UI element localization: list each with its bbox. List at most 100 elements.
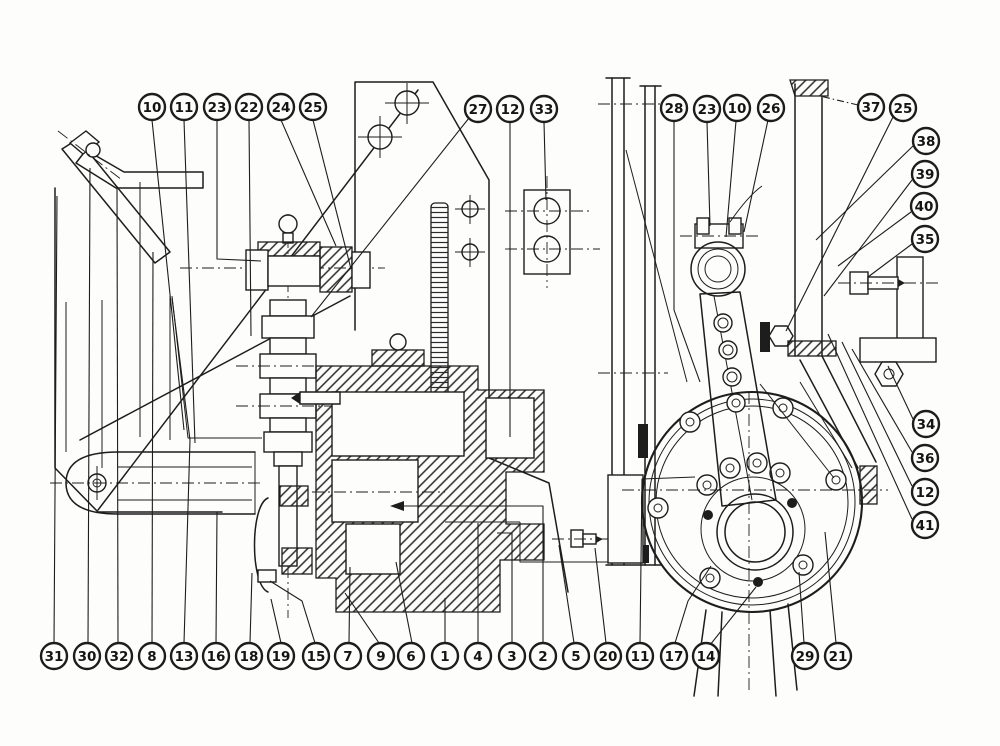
callout-number: 24 <box>272 100 291 116</box>
callout-balloon <box>234 641 264 671</box>
callout-11: 11 <box>169 92 199 444</box>
callout-balloon <box>823 641 853 671</box>
callout-number: 12 <box>501 102 520 118</box>
lever-clamp-ring <box>690 241 746 297</box>
callout-balloon <box>910 477 940 507</box>
callout-balloon <box>333 641 363 671</box>
leader-line <box>815 145 914 241</box>
anchor-plate <box>607 474 644 564</box>
leader-line <box>497 532 513 643</box>
leader-line <box>785 116 894 332</box>
callout-number: 39 <box>916 167 935 183</box>
callout-number: 37 <box>862 100 881 116</box>
callout-number: 34 <box>917 417 936 433</box>
callout-30: 30 <box>72 167 102 671</box>
callout-balloon <box>301 641 331 671</box>
callout-24: 24 <box>266 92 337 247</box>
callout-balloon <box>593 641 623 671</box>
callout-balloon <box>298 92 328 122</box>
adjuster-lever <box>680 185 777 507</box>
leader-line <box>867 243 913 278</box>
callout-17: 17 <box>659 565 712 671</box>
callout-23: 23 <box>692 94 722 227</box>
callout-number: 5 <box>571 649 580 665</box>
callout-number: 14 <box>697 649 716 665</box>
section-arrow <box>390 501 404 511</box>
callout-38: 38 <box>815 126 941 241</box>
leader-line <box>269 580 316 644</box>
callout-balloon <box>692 94 722 124</box>
callout-36: 36 <box>851 348 940 473</box>
leader-line <box>87 167 91 644</box>
hub-flange <box>700 476 806 582</box>
callout-balloon <box>463 641 493 671</box>
callout-balloon <box>169 92 199 122</box>
callout-number: 36 <box>916 451 935 467</box>
leader-line <box>216 120 262 262</box>
leader-line <box>673 121 701 383</box>
leader-line <box>404 505 544 643</box>
callout-balloon <box>266 92 296 122</box>
callout-3: 3 <box>497 532 527 671</box>
leader-line <box>824 531 837 644</box>
hub-bore <box>724 501 786 563</box>
callout-26: 26 <box>743 93 786 233</box>
callout-number: 23 <box>208 100 227 116</box>
callout-27: 27 <box>310 94 493 318</box>
leader-line <box>348 566 351 644</box>
callout-balloon <box>911 409 941 439</box>
callout-number: 29 <box>796 649 815 665</box>
callout-11: 11 <box>625 476 696 671</box>
leader-line <box>743 119 769 233</box>
callout-number: 20 <box>599 649 618 665</box>
callout-balloon <box>910 224 940 254</box>
callout-number: 2 <box>538 649 547 665</box>
callout-10: 10 <box>137 92 185 431</box>
drum-bolts <box>647 397 847 589</box>
pull-rod-fork <box>50 451 262 515</box>
leader-line <box>837 211 912 267</box>
leader-line <box>116 185 119 644</box>
callout-balloon <box>202 92 232 122</box>
callout-15: 15 <box>269 580 331 671</box>
callout-balloon <box>104 641 134 671</box>
callout-34: 34 <box>887 365 941 439</box>
callout-number: 1 <box>440 649 449 665</box>
callout-balloon <box>790 641 820 671</box>
callout-number: 15 <box>307 649 326 665</box>
callout-41: 41 <box>827 333 940 540</box>
callout-number: 10 <box>728 101 747 117</box>
callout-25: 25 <box>785 93 918 332</box>
leader-line <box>171 297 191 644</box>
callout-40: 40 <box>837 191 939 267</box>
piston <box>331 459 419 523</box>
callout-14: 14 <box>691 586 757 671</box>
leader-line <box>827 333 913 520</box>
callout-number: 6 <box>406 649 415 665</box>
callout-number: 31 <box>45 649 64 665</box>
release-lever <box>57 130 204 264</box>
leader-line <box>823 179 913 297</box>
leader-line <box>706 121 711 227</box>
callout-balloon <box>396 641 426 671</box>
callout-balloon <box>625 641 655 671</box>
callout-balloon <box>528 641 558 671</box>
callout-balloon <box>909 191 939 221</box>
callout-balloon <box>856 92 886 122</box>
callout-balloon <box>169 641 199 671</box>
callout-number: 9 <box>376 649 385 665</box>
leader-line <box>819 95 859 106</box>
leader-line <box>798 571 805 644</box>
left-frame <box>54 89 688 513</box>
anchor-block <box>859 465 878 505</box>
callout-number: 35 <box>916 232 935 248</box>
hex-bolt <box>874 361 904 387</box>
callout-number: 16 <box>207 649 226 665</box>
leader-line <box>639 476 696 644</box>
callout-balloon <box>495 94 525 124</box>
leader-line <box>851 348 913 453</box>
callout-balloon <box>659 93 689 123</box>
adjuster-top-bolt <box>278 214 298 234</box>
callout-21: 21 <box>823 531 853 671</box>
